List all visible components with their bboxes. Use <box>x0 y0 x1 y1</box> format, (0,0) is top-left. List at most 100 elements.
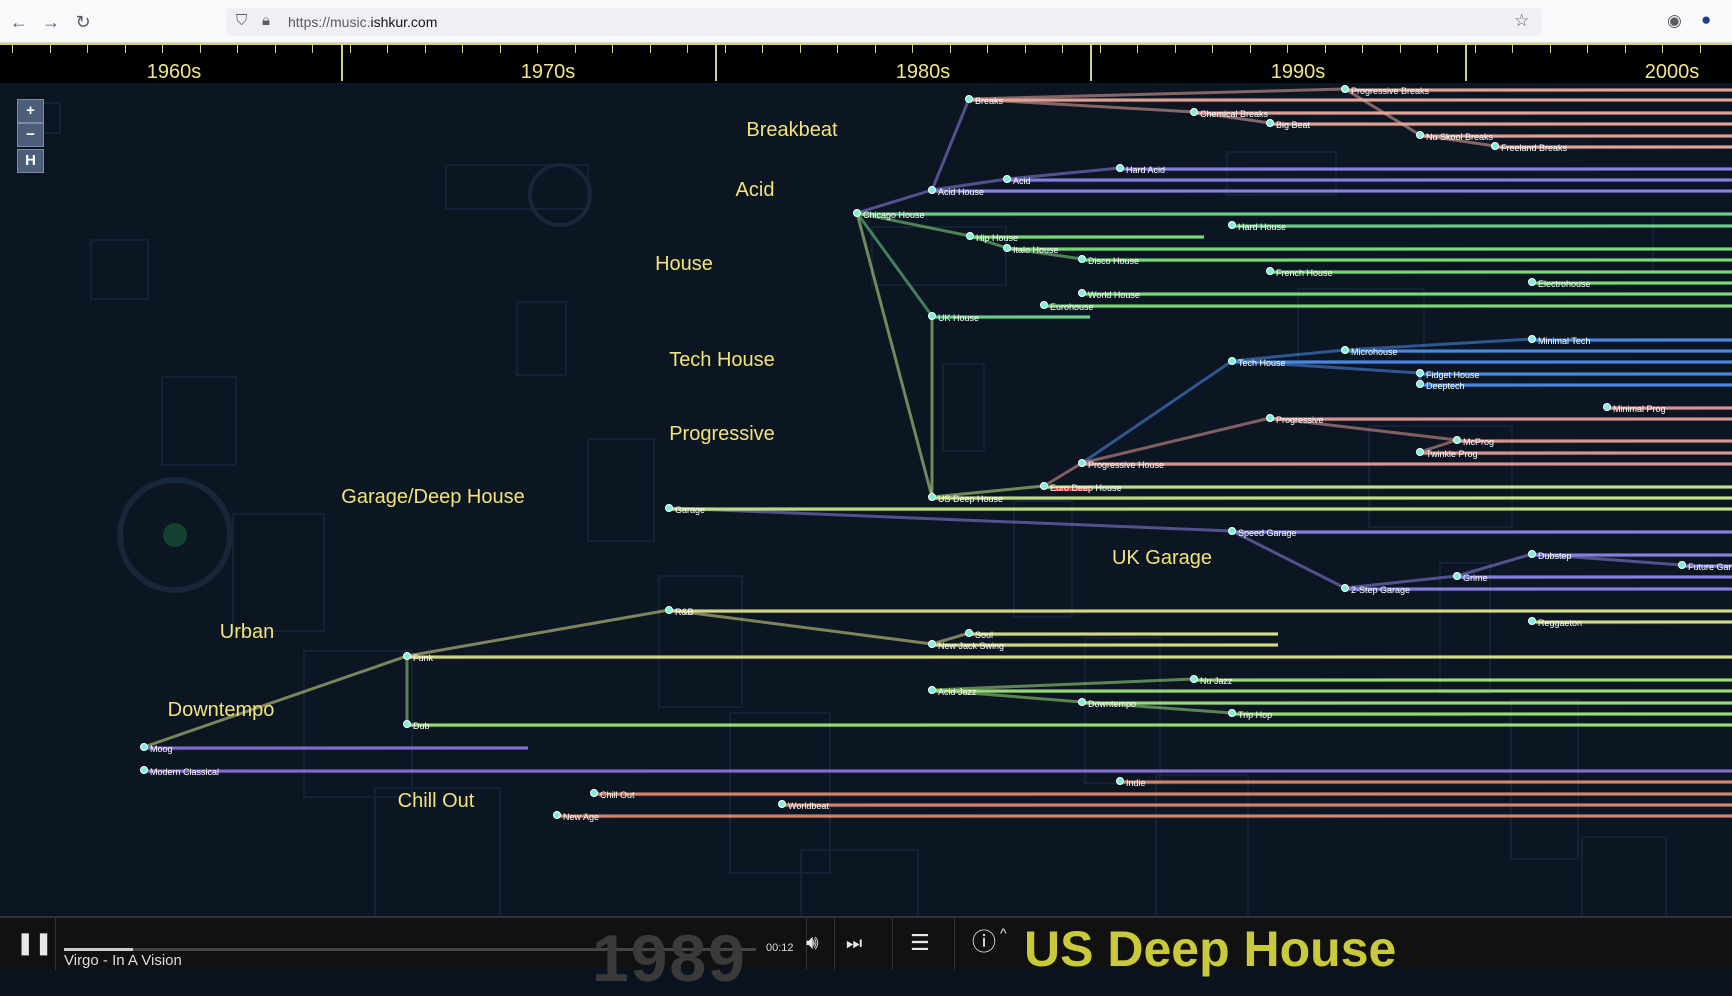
background-circuit <box>1582 837 1666 916</box>
genre-node-label[interactable]: Hard House <box>1238 222 1286 232</box>
genre-node-label[interactable]: Acid Jazz <box>938 687 977 697</box>
ruler-tick <box>1625 45 1626 53</box>
address-bar[interactable]: ⛉ 🔒︎ https://music.ishkur.com ☆ <box>226 8 1542 36</box>
genre-node-label[interactable]: New Jack Swing <box>938 641 1004 651</box>
genre-node-dot <box>1342 86 1349 93</box>
forward-arrow-icon[interactable]: → <box>38 9 64 35</box>
genre-node-label[interactable]: Grime <box>1463 573 1488 583</box>
genre-node-label[interactable]: Electrohouse <box>1538 279 1591 289</box>
info-caret[interactable]: ^ <box>1000 920 1007 946</box>
ruler-tick <box>987 45 988 53</box>
url-host: ishkur.com <box>370 14 437 30</box>
lock-icon[interactable]: 🔒︎ <box>262 12 270 29</box>
home-button[interactable]: H <box>17 149 44 173</box>
shield-icon[interactable]: ⛉ <box>236 12 247 29</box>
genre-group-title[interactable]: Garage/Deep House <box>341 486 524 509</box>
playlist-icon[interactable]: ☰ <box>910 930 930 956</box>
url-text[interactable]: https://music.ishkur.com <box>288 14 437 30</box>
background-circuit <box>517 302 566 375</box>
genre-node-label[interactable]: Tech House <box>1238 358 1286 368</box>
genre-node-label[interactable]: Minimal Tech <box>1538 336 1590 346</box>
genre-node-label[interactable]: Disco House <box>1088 256 1139 266</box>
genre-node-label[interactable]: Italo House <box>1013 245 1059 255</box>
genre-group-title[interactable]: Progressive <box>669 423 775 446</box>
genre-node-label[interactable]: Garage <box>675 505 705 515</box>
genre-node-label[interactable]: US Deep House <box>938 494 1003 504</box>
genre-group-title[interactable]: House <box>655 253 713 276</box>
star-icon[interactable]: ☆ <box>1514 11 1529 31</box>
genre-node-label[interactable]: Eurohouse <box>1050 302 1094 312</box>
genre-node-label[interactable]: Progressive Breaks <box>1351 86 1429 96</box>
ruler-tick <box>500 45 501 53</box>
genre-group-title[interactable]: Tech House <box>669 349 775 372</box>
genre-group-title[interactable]: UK Garage <box>1112 547 1212 570</box>
genre-node-label[interactable]: Fidget House <box>1426 370 1480 380</box>
genre-group-title[interactable]: Downtempo <box>168 699 275 722</box>
genre-node-label[interactable]: Microhouse <box>1351 347 1398 357</box>
genre-node-label[interactable]: Hard Acid <box>1126 165 1165 175</box>
genre-node-label[interactable]: Moog <box>150 744 173 754</box>
genre-link-line <box>969 89 1345 99</box>
genre-node-label[interactable]: Chicago House <box>863 210 925 220</box>
genre-node-label[interactable]: Twinkle Prog <box>1426 449 1478 459</box>
genre-node-label[interactable]: Future Garage <box>1688 562 1732 572</box>
genre-node-label[interactable]: Worldbeat <box>788 801 829 811</box>
genre-node-label[interactable]: New Age <box>563 812 599 822</box>
genre-node-label[interactable]: UK House <box>938 313 979 323</box>
genre-group-title[interactable]: Acid <box>736 179 775 202</box>
genre-node-label[interactable]: Chill Out <box>600 790 635 800</box>
genre-node-label[interactable]: Downtempo <box>1088 699 1136 709</box>
decade-divider <box>715 45 717 81</box>
divider <box>834 918 835 970</box>
zoom-out-button[interactable]: − <box>17 123 44 147</box>
genre-node-label[interactable]: Trip Hop <box>1238 710 1272 720</box>
ruler-tick <box>1700 45 1701 53</box>
genre-node-label[interactable]: Chemical Breaks <box>1200 109 1268 119</box>
genre-node-label[interactable]: Funk <box>413 653 433 663</box>
genre-node-label[interactable]: Acid House <box>938 187 984 197</box>
genre-group-title[interactable]: Chill Out <box>398 790 475 813</box>
genre-node-label[interactable]: Dubstep <box>1538 551 1572 561</box>
genre-node-label[interactable]: Euro Deep House <box>1050 483 1122 493</box>
ruler-tick <box>1325 45 1326 53</box>
genre-node-label[interactable]: French House <box>1276 268 1333 278</box>
genre-node-label[interactable]: World House <box>1088 290 1140 300</box>
reload-icon[interactable]: ↻ <box>70 9 96 35</box>
ruler-tick <box>612 45 613 53</box>
extension-icon[interactable]: ● <box>1701 10 1711 30</box>
genre-node-label[interactable]: Indie <box>1126 778 1146 788</box>
genre-node-label[interactable]: 2-Step Garage <box>1351 585 1410 595</box>
genre-node-label[interactable]: Modern Classical <box>150 767 219 777</box>
decade-label: 1990s <box>1271 61 1326 84</box>
genre-node-label[interactable]: Big Beat <box>1276 120 1310 130</box>
genre-node-label[interactable]: R&B <box>675 607 694 617</box>
genre-node-label[interactable]: Minimal Prog <box>1613 404 1666 414</box>
ruler-tick <box>275 45 276 53</box>
genre-node-label[interactable]: Deeptech <box>1426 381 1465 391</box>
genre-node-label[interactable]: Progressive <box>1276 415 1324 425</box>
volume-icon[interactable]: 🔊︎ <box>806 930 819 956</box>
pause-icon[interactable]: ❚❚ <box>16 930 53 956</box>
info-icon[interactable]: ⓘ <box>972 930 996 956</box>
account-icon[interactable]: ◉ <box>1667 11 1682 31</box>
genre-node-label[interactable]: Hip House <box>976 233 1018 243</box>
genre-node-label[interactable]: Progressive House <box>1088 460 1164 470</box>
genre-node-label[interactable]: Nu Jazz <box>1200 676 1233 686</box>
genre-node-label[interactable]: Reggaeton <box>1538 618 1582 628</box>
genre-node-label[interactable]: Speed Garage <box>1238 528 1297 538</box>
zoom-in-button[interactable]: + <box>17 99 44 123</box>
genre-node-label[interactable]: Freeland Breaks <box>1501 143 1567 153</box>
skip-forward-icon[interactable]: ⏭︎ <box>846 930 862 956</box>
genre-group-title[interactable]: Urban <box>220 621 274 644</box>
ruler-tick <box>1400 45 1401 53</box>
genre-group-title[interactable]: Breakbeat <box>746 119 837 142</box>
genre-node-label[interactable]: Acid <box>1013 176 1031 186</box>
genre-node-label[interactable]: Soul <box>975 630 993 640</box>
genre-node-label[interactable]: Breaks <box>975 96 1003 106</box>
genre-node-label[interactable]: Nu Skool Breaks <box>1426 132 1493 142</box>
genre-node-label[interactable]: McProg <box>1463 437 1494 447</box>
genre-node-label[interactable]: Dub <box>413 721 430 731</box>
back-arrow-icon[interactable]: ← <box>6 9 32 35</box>
genre-node-dot <box>1417 132 1424 139</box>
